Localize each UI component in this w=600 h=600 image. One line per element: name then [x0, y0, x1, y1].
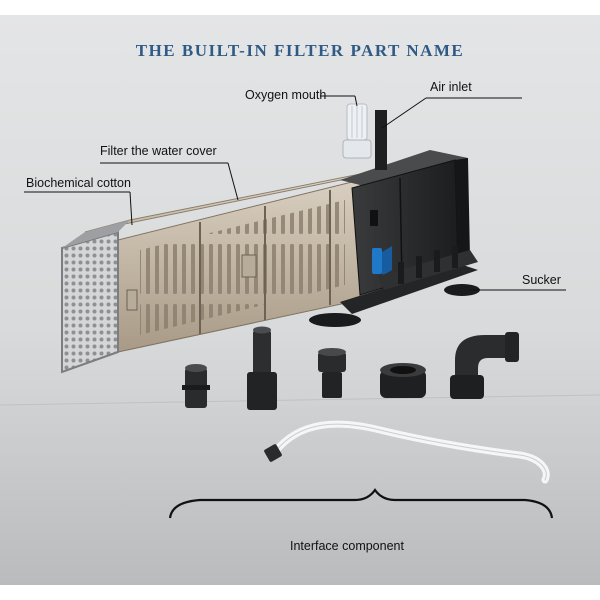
page-title: THE BUILT-IN FILTER PART NAME	[135, 41, 465, 60]
sucker-bracket	[309, 246, 480, 327]
fitting-elbow	[450, 332, 519, 399]
silicone-tube	[264, 420, 550, 484]
diagram-background: THE BUILT-IN FILTER PART NAME Oxygen mou…	[0, 15, 600, 585]
fitting-straight-small	[182, 364, 210, 408]
callout-lines	[24, 95, 566, 291]
label-sucker: Sucker	[522, 273, 561, 287]
fitting-nut	[380, 363, 426, 398]
label-filter-cover: Filter the water cover	[100, 144, 217, 158]
fitting-threaded-short	[318, 348, 346, 398]
interface-fittings	[182, 326, 519, 410]
label-biochemical-cotton: Biochemical cotton	[26, 176, 131, 190]
flow-adjuster	[372, 248, 382, 274]
oxygen-mouth-nozzle	[342, 103, 372, 159]
label-oxygen-mouth: Oxygen mouth	[245, 88, 327, 102]
interface-brace	[168, 488, 554, 519]
diagram-drawing	[0, 95, 600, 585]
fitting-straight-long	[247, 326, 277, 410]
pump-head	[309, 103, 480, 327]
air-inlet-port	[375, 110, 387, 170]
label-interface-component: Interface component	[290, 539, 404, 553]
biochemical-cotton-end-cap	[61, 230, 119, 374]
label-air-inlet: Air inlet	[430, 80, 472, 94]
